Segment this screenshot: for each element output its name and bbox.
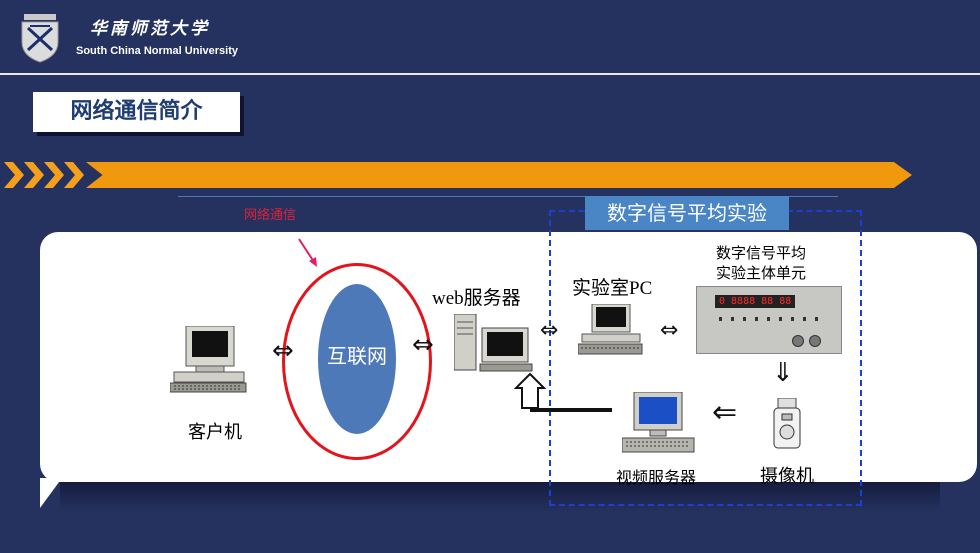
camera-label: 摄像机 <box>760 466 814 487</box>
header-divider <box>0 73 980 75</box>
experiment-unit-device: 0 8888 88 88 <box>696 286 842 354</box>
network-ring <box>282 263 432 460</box>
down-arrow-icon: ⇓ <box>772 358 794 388</box>
slide-title: 网络通信简介 <box>70 99 203 124</box>
unit-buttons <box>719 317 819 321</box>
camera-icon <box>773 398 801 449</box>
video-server-label: 视频服务器 <box>616 468 697 487</box>
double-arrow-icon: ⇔ <box>412 330 434 360</box>
unit-label-line1: 数字信号平均 <box>716 244 807 262</box>
lab-pc-icon <box>578 304 643 355</box>
university-logo <box>21 14 59 63</box>
panel-shadow <box>60 482 940 512</box>
client-label: 客户机 <box>188 422 242 443</box>
orange-banner <box>86 162 912 188</box>
double-arrow-icon: ⇔ <box>660 318 679 343</box>
red-arrow-icon <box>298 238 317 267</box>
chevron-icon <box>64 162 84 188</box>
experiment-region <box>549 210 862 506</box>
video-link-arrow <box>514 372 612 412</box>
internet-label: 互联网 <box>327 344 387 368</box>
client-computer-icon <box>170 326 247 393</box>
web-server-label: web服务器 <box>432 288 521 309</box>
connector-icon <box>792 335 804 347</box>
chevron-icon <box>4 162 24 188</box>
left-arrow-icon: ⇐ <box>712 395 738 430</box>
internet-node <box>318 284 396 434</box>
web-server-icon <box>454 314 533 372</box>
lab-pc-label: 实验室PC <box>572 278 653 299</box>
university-name-cn: 华南师范大学 <box>90 19 210 39</box>
double-arrow-icon: ⇔ <box>272 336 294 366</box>
unit-display: 0 8888 88 88 <box>715 295 796 308</box>
video-server-icon <box>622 392 695 453</box>
chevron-icon <box>24 162 44 188</box>
unit-label-line2: 实验主体单元 <box>716 264 807 282</box>
panel-notch <box>40 478 62 508</box>
title-box <box>33 92 240 132</box>
connector-icon <box>809 335 821 347</box>
chevron-icon <box>44 162 64 188</box>
double-arrow-icon: ⇔ <box>540 318 559 343</box>
experiment-title: 数字信号平均实验 <box>585 196 789 230</box>
accent-line <box>178 196 838 197</box>
network-communication-label: 网络通信 <box>244 208 297 223</box>
university-name-en: South China Normal University <box>76 45 238 57</box>
